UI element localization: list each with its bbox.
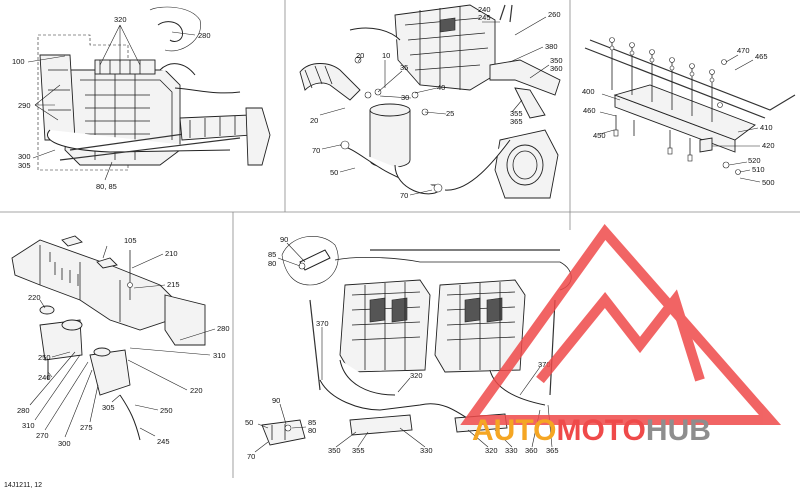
label-450: 450: [593, 131, 606, 140]
label-85-bottom: 85: [308, 418, 316, 427]
label-220-top: 220: [28, 293, 41, 302]
skid-plate-panel: 470 465 400 460 450 410 420 520 510 500: [582, 37, 796, 187]
label-370-right: 370: [538, 360, 551, 369]
label-70: 70: [247, 452, 255, 461]
label-350: 350: [328, 446, 341, 455]
label-10: 10: [382, 51, 390, 60]
label-355: 355: [510, 109, 523, 118]
label-380: 380: [545, 42, 558, 51]
label-310-left: 310: [22, 421, 35, 430]
label-500: 500: [762, 178, 775, 187]
label-510: 510: [752, 165, 765, 174]
label-320-bottom: 320: [485, 446, 498, 455]
figure-code: 14J1211, 12: [4, 482, 42, 489]
label-90-bottom: 90: [272, 396, 280, 405]
label-320: 320: [114, 15, 127, 24]
label-240: 240: [38, 373, 51, 382]
panel-frames: [0, 0, 800, 478]
label-370-left: 370: [316, 319, 329, 328]
label-215: 215: [167, 280, 180, 289]
label-280: 280: [198, 31, 211, 40]
label-280-right: 280: [217, 324, 230, 333]
label-50: 50: [330, 168, 338, 177]
label-80-85: 80, 85: [96, 182, 117, 191]
label-360: 360: [525, 446, 538, 455]
exhaust-panel: 90 85 80 370 370 320 50 90 85 80 70 350 …: [245, 235, 572, 461]
label-330-left: 330: [420, 446, 433, 455]
label-400: 400: [582, 87, 595, 96]
engine-cooling-panel: 320 280 100 290 300 305 80, 85: [12, 6, 271, 191]
label-330-right: 330: [505, 446, 518, 455]
label-290: 290: [18, 101, 31, 110]
label-520: 520: [748, 156, 761, 165]
label-420: 420: [762, 141, 775, 150]
label-80-top: 80: [268, 259, 276, 268]
label-40: 40: [437, 83, 445, 92]
label-275: 275: [80, 423, 93, 432]
label-320-mid: 320: [410, 371, 423, 380]
label-245: 245: [157, 437, 170, 446]
label-365: 365: [510, 117, 523, 126]
label-70-left: 70: [312, 146, 320, 155]
label-250-right: 250: [160, 406, 173, 415]
reservoir-panel: 105 210 215 220 280 310 250 240 220 280 …: [11, 235, 230, 448]
label-270: 270: [36, 431, 49, 440]
label-305: 305: [18, 161, 31, 170]
label-90-top: 90: [280, 235, 288, 244]
intake-panel: 240 245 260 380 350 360 355 365 20 10 35…: [299, 4, 563, 200]
triangle-emblem: [460, 223, 782, 425]
label-20-bottom: 20: [310, 116, 318, 125]
watermark-auto: AUTOMOTOHUB: [472, 414, 711, 447]
label-310-right: 310: [213, 351, 226, 360]
label-300: 300: [18, 152, 31, 161]
label-300: 300: [58, 439, 71, 448]
label-210: 210: [165, 249, 178, 258]
label-465: 465: [755, 52, 768, 61]
label-460: 460: [583, 106, 596, 115]
label-70-bottom: 70: [400, 191, 408, 200]
label-20-top: 20: [356, 51, 364, 60]
label-470: 470: [737, 46, 750, 55]
label-410: 410: [760, 123, 773, 132]
label-80-bottom: 80: [308, 426, 316, 435]
label-355: 355: [352, 446, 365, 455]
label-85-top: 85: [268, 250, 276, 259]
label-245: 245: [478, 13, 491, 22]
right-engine-drawing: [434, 279, 526, 373]
label-260: 260: [548, 10, 561, 19]
label-100: 100: [12, 57, 25, 66]
label-30: 30: [401, 93, 409, 102]
label-240: 240: [478, 5, 491, 14]
label-105: 105: [124, 236, 137, 245]
label-220-bottom: 220: [190, 386, 203, 395]
watermark-logo: AUTOMOTOHUB: [460, 223, 782, 447]
label-35: 35: [400, 63, 408, 72]
label-50: 50: [245, 418, 253, 427]
label-280-left: 280: [17, 406, 30, 415]
label-360: 360: [550, 64, 563, 73]
label-365: 365: [546, 446, 559, 455]
bolt-markers: [609, 37, 741, 175]
label-25: 25: [446, 109, 454, 118]
left-engine-drawing: [339, 279, 431, 373]
label-250-left: 250: [38, 353, 51, 362]
label-350: 350: [550, 56, 563, 65]
label-305: 305: [102, 403, 115, 412]
